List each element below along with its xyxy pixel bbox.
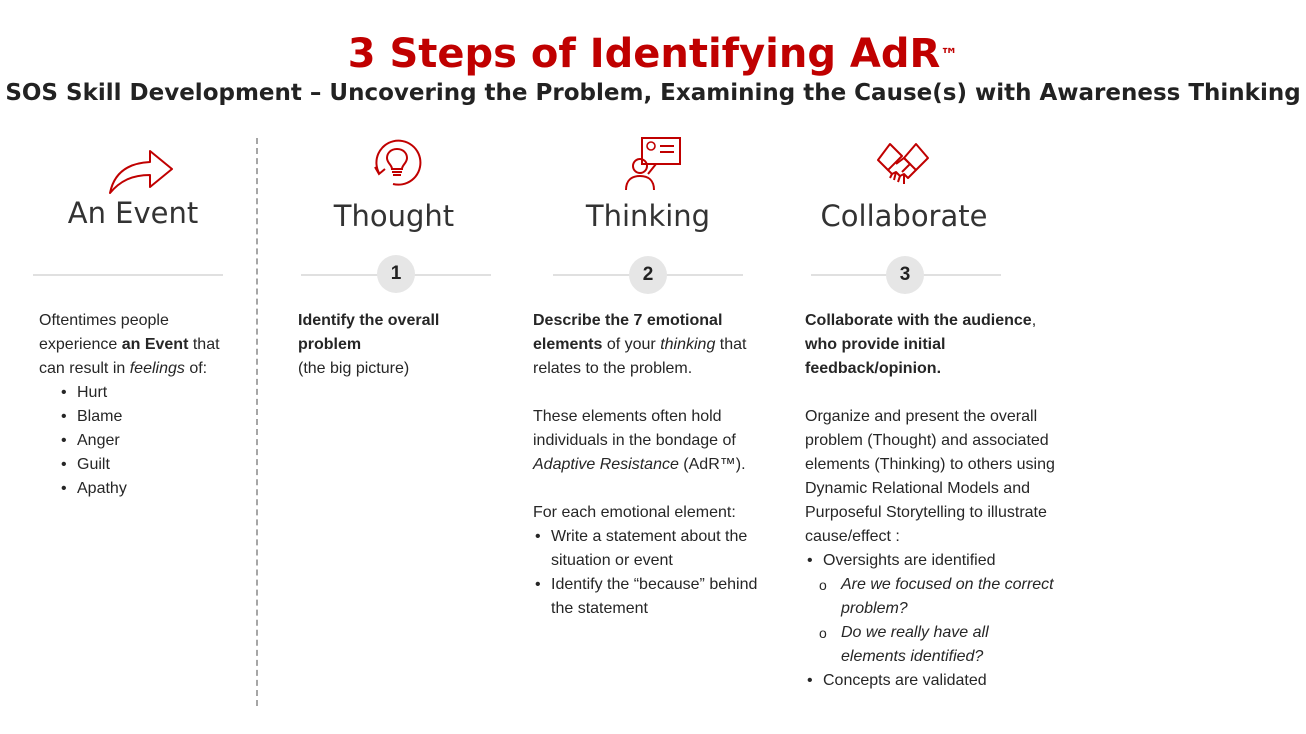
thinking-text: Describe the 7 emotional elements of you…	[533, 309, 768, 621]
lightbulb-cycle-icon	[374, 139, 422, 186]
list-item: Blame	[59, 405, 239, 429]
collaborate-text: Collaborate with the audience, who provi…	[805, 309, 1055, 693]
step-number-1: 1	[377, 255, 415, 293]
dashed-divider	[256, 138, 258, 706]
list-item: Apathy	[59, 477, 239, 501]
list-item: Oversights are identified	[805, 549, 1055, 573]
list-item: Hurt	[59, 381, 239, 405]
page-title: 3 Steps of Identifying AdR™	[347, 31, 959, 77]
person-presentation-icon	[625, 137, 681, 191]
thought-text: Identify the overall problem (the big pi…	[298, 312, 440, 377]
thinking-steps-list: Write a statement about the situation or…	[533, 525, 768, 621]
curved-arrow-icon	[109, 150, 173, 194]
event-rule	[33, 274, 223, 276]
feelings-list: Hurt Blame Anger Guilt Apathy	[59, 381, 239, 501]
thought-heading: Thought	[333, 199, 455, 233]
list-item: Write a statement about the situation or…	[533, 525, 768, 573]
event-text: Oftentimes people experience an Event th…	[39, 309, 239, 501]
step-number-2: 2	[629, 256, 667, 294]
list-item: Anger	[59, 429, 239, 453]
list-item: Are we focused on the correct problem?	[805, 573, 1055, 621]
handshake-icon	[877, 143, 929, 184]
oversight-questions-list: Are we focused on the correct problem? D…	[805, 573, 1055, 669]
collaborate-outcomes-list-2: Concepts are validated	[805, 669, 1055, 693]
step-number-3: 3	[886, 256, 924, 294]
page-subtitle: SOS Skill Development – Uncovering the P…	[5, 80, 1301, 106]
trademark-mark: ™	[940, 45, 959, 66]
collaborate-outcomes-list: Oversights are identified	[805, 549, 1055, 573]
list-item: Guilt	[59, 453, 239, 477]
collaborate-heading: Collaborate	[820, 199, 988, 233]
thinking-heading: Thinking	[585, 199, 711, 233]
list-item: Concepts are validated	[805, 669, 1055, 693]
list-item: Do we really have all elements identifie…	[805, 621, 1055, 669]
event-heading: An Event	[67, 196, 199, 230]
list-item: Identify the “because” behind the statem…	[533, 573, 768, 621]
